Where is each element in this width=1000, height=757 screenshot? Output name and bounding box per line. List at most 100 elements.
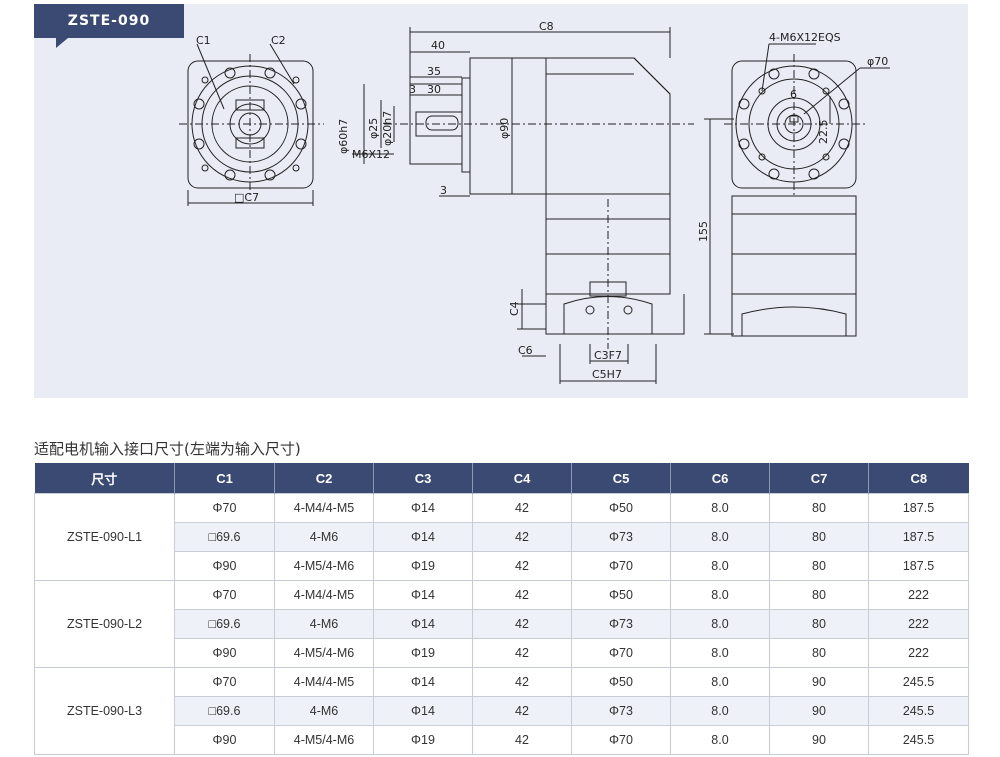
table-cell: Φ14: [373, 609, 473, 639]
table-cell: Φ70: [174, 493, 275, 523]
table-cell: Φ70: [174, 580, 275, 610]
table-cell: 8.0: [670, 725, 770, 755]
table-cell: 8.0: [670, 493, 770, 523]
table-cell: Φ14: [373, 493, 473, 523]
table-cell: Φ14: [373, 522, 473, 552]
table-cell: 187.5: [868, 493, 969, 523]
label-6: 6: [790, 88, 797, 101]
table-cell: 4-M5/4-M6: [274, 551, 374, 581]
label-c6: C6: [518, 344, 533, 357]
label-22-5: 22.5: [817, 120, 830, 145]
table-cell: Φ14: [373, 667, 473, 697]
table-cell: 8.0: [670, 696, 770, 726]
table-cell: 8.0: [670, 638, 770, 668]
column-header: C3: [373, 463, 473, 494]
table-cell: 42: [472, 725, 572, 755]
table-cell: 42: [472, 551, 572, 581]
column-header: C6: [670, 463, 770, 494]
table-cell: Φ50: [571, 493, 671, 523]
label-c2: C2: [271, 34, 286, 47]
table-cell: 42: [472, 638, 572, 668]
column-header: C1: [174, 463, 275, 494]
table-cell: 80: [769, 493, 869, 523]
table-cell: 4-M4/4-M5: [274, 580, 374, 610]
table-cell: 245.5: [868, 667, 969, 697]
label-phi70: φ70: [867, 55, 888, 68]
table-cell: Φ19: [373, 725, 473, 755]
column-header: 尺寸: [34, 463, 175, 494]
table-cell: 42: [472, 522, 572, 552]
table-cell: Φ50: [571, 667, 671, 697]
table-cell: Φ73: [571, 696, 671, 726]
table-cell: 90: [769, 725, 869, 755]
table-cell: 4-M4/4-M5: [274, 667, 374, 697]
table-cell: 222: [868, 638, 969, 668]
table-cell: Φ90: [174, 638, 275, 668]
table-cell: □69.6: [174, 522, 275, 552]
table-cell: 245.5: [868, 725, 969, 755]
table-cell: Φ73: [571, 522, 671, 552]
label-35: 35: [427, 65, 441, 78]
drawing-panel: C1 C2 □C7 C8 40 35 3 30 φ60h7 φ25 φ20h7 …: [34, 4, 968, 398]
table-cell: 8.0: [670, 551, 770, 581]
column-header: C4: [472, 463, 572, 494]
section-title: 适配电机输入接口尺寸(左端为输入尺寸): [34, 440, 301, 458]
table-cell: Φ70: [571, 638, 671, 668]
model-badge: ZSTE-090: [34, 4, 184, 38]
label-c8: C8: [539, 20, 554, 33]
table-cell: 4-M4/4-M5: [274, 493, 374, 523]
label-155: 155: [697, 221, 710, 242]
label-phi60h7: φ60h7: [337, 119, 350, 154]
table-cell: Φ14: [373, 580, 473, 610]
table-cell: 42: [472, 667, 572, 697]
label-3-top: 3: [409, 83, 416, 96]
label-c7: □C7: [234, 191, 259, 204]
table-header-row: 尺寸 C1 C2 C3 C4 C5 C6 C7 C8: [34, 463, 969, 494]
table-cell: 187.5: [868, 522, 969, 552]
table-cell: Φ19: [373, 638, 473, 668]
table-cell: 8.0: [670, 580, 770, 610]
table-cell: 42: [472, 493, 572, 523]
table-cell: Φ50: [571, 580, 671, 610]
table-cell: Φ70: [571, 725, 671, 755]
table-cell: 4-M5/4-M6: [274, 638, 374, 668]
label-30: 30: [427, 83, 441, 96]
label-40: 40: [431, 39, 445, 52]
label-c5h7: C5H7: [592, 368, 622, 381]
table-cell: Φ90: [174, 725, 275, 755]
table-cell: 42: [472, 609, 572, 639]
column-header: C7: [769, 463, 869, 494]
table-cell: 4-M6: [274, 609, 374, 639]
table-cell: □69.6: [174, 696, 275, 726]
table-cell: Φ70: [571, 551, 671, 581]
label-m6x12eqs: 4-M6X12EQS: [769, 31, 841, 44]
table-cell: 222: [868, 580, 969, 610]
column-header: C8: [868, 463, 969, 494]
label-c4: C4: [508, 301, 521, 316]
label-m6x12: M6X12: [352, 148, 390, 161]
table-cell: 245.5: [868, 696, 969, 726]
table-cell: 80: [769, 609, 869, 639]
table-cell: 90: [769, 696, 869, 726]
table-cell: □69.6: [174, 609, 275, 639]
label-phi90: φ90: [498, 118, 511, 139]
table-cell: 222: [868, 609, 969, 639]
column-header: C2: [274, 463, 374, 494]
table-cell: 8.0: [670, 609, 770, 639]
column-header: C5: [571, 463, 671, 494]
table-cell: 42: [472, 696, 572, 726]
table-cell: Φ19: [373, 551, 473, 581]
table-cell: 8.0: [670, 522, 770, 552]
label-c1: C1: [196, 34, 211, 47]
table-cell: 80: [769, 551, 869, 581]
model-cell: ZSTE-090-L1: [34, 493, 175, 581]
